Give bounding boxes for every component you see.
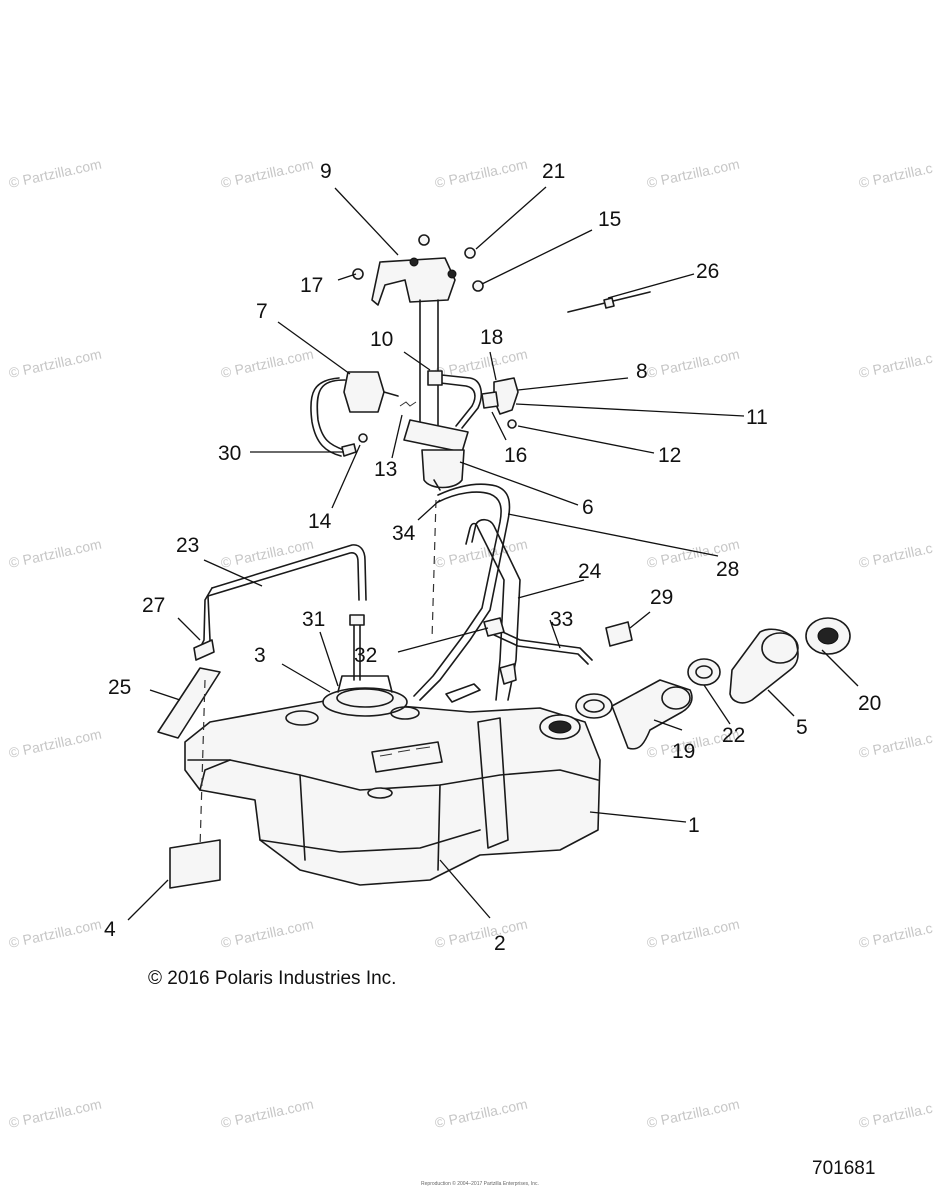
watermark-text: © Partzilla.com [857,916,933,951]
fuel-tank [184,699,601,886]
watermark-text: © Partzilla.com [7,916,103,951]
watermark-text: © Partzilla.com [645,156,741,191]
watermark-text: © Partzilla.com [433,916,529,951]
callout-24: 24 [578,560,602,583]
watermark-text: © Partzilla.com [7,346,103,381]
callout-1: 1 [688,814,700,837]
callout-30: 30 [218,442,241,465]
watermark-text: © Partzilla.com [7,1096,103,1131]
fuel-line-upper [399,370,483,429]
callout-33: 33 [550,608,573,631]
watermark-text: © Partzilla.com [7,536,103,571]
callout-11: 11 [746,406,768,429]
callout-34: 34 [392,522,416,545]
callout-17: 17 [300,274,323,297]
callout-9: 9 [320,160,332,183]
watermark-text: © Partzilla.com [219,156,315,191]
callout-21: 21 [542,160,565,183]
callout-6: 6 [582,496,594,519]
watermark-text: © Partzilla.com [645,1096,741,1131]
leader-lines [127,186,859,921]
callout-19: 19 [672,740,695,763]
watermark-text: © Partzilla.com [645,916,741,951]
watermark-text: © Partzilla.com [645,346,741,381]
watermark-text: © Partzilla.com [433,156,529,191]
callout-12: 12 [658,444,681,467]
callout-10: 10 [370,328,393,351]
callout-22: 22 [722,724,745,747]
copyright-notice: © 2016 Polaris Industries Inc. [148,968,397,989]
callout-4: 4 [104,918,116,941]
vent-line [445,617,593,703]
callout-15: 15 [598,208,621,231]
fuel-line-to-tank [413,483,511,701]
callout-29: 29 [650,586,673,609]
callout-18: 18 [480,326,503,349]
filler-neck-assembly [575,617,851,750]
callout-32: 32 [354,644,377,667]
callout-26: 26 [696,260,719,283]
callout-13: 13 [374,458,397,481]
watermark-text: © Partzilla.com [857,536,933,571]
watermark-text: © Partzilla.com [7,726,103,761]
quick-connect [481,377,519,429]
fine-print: Reproduction © 2004–2017 Partzilla Enter… [421,1181,539,1187]
watermark-text: © Partzilla.com [857,346,933,381]
callout-14: 14 [308,510,332,533]
watermark-text: © Partzilla.com [857,1096,933,1131]
callout-16: 16 [504,444,527,467]
callout-20: 20 [858,692,881,715]
fuel-pump-assembly [322,614,420,720]
callout-7: 7 [256,300,268,323]
tank-strap-left [157,544,367,889]
watermark-text: © Partzilla.com [433,536,529,571]
callout-3: 3 [254,644,266,667]
callout-25: 25 [108,676,131,699]
watermark-text: © Partzilla.com [219,916,315,951]
callout-28: 28 [716,558,739,581]
watermark-text: © Partzilla.com [857,726,933,761]
watermark-text: © Partzilla.com [857,156,933,191]
fuel-filter-assembly [371,257,469,491]
callout-2: 2 [494,932,506,955]
watermark-text: © Partzilla.com [219,1096,315,1131]
watermark-text: © Partzilla.com [7,156,103,191]
watermark-text: © Partzilla.com [219,346,315,381]
callout-31: 31 [302,608,325,631]
diagram-id: 701681 [812,1158,876,1179]
callout-8: 8 [636,360,648,383]
watermark-text: © Partzilla.com [219,536,315,571]
callout-labels: 1 2 3 4 5 6 7 8 9 10 11 12 13 14 15 16 1… [104,160,881,955]
tank-strap-right [465,518,521,701]
pressure-regulator [310,371,399,457]
watermark-text: © Partzilla.com [433,1096,529,1131]
hardware-fasteners [352,234,651,313]
callout-23: 23 [176,534,199,557]
callout-5: 5 [796,716,808,739]
callout-27: 27 [142,594,165,617]
